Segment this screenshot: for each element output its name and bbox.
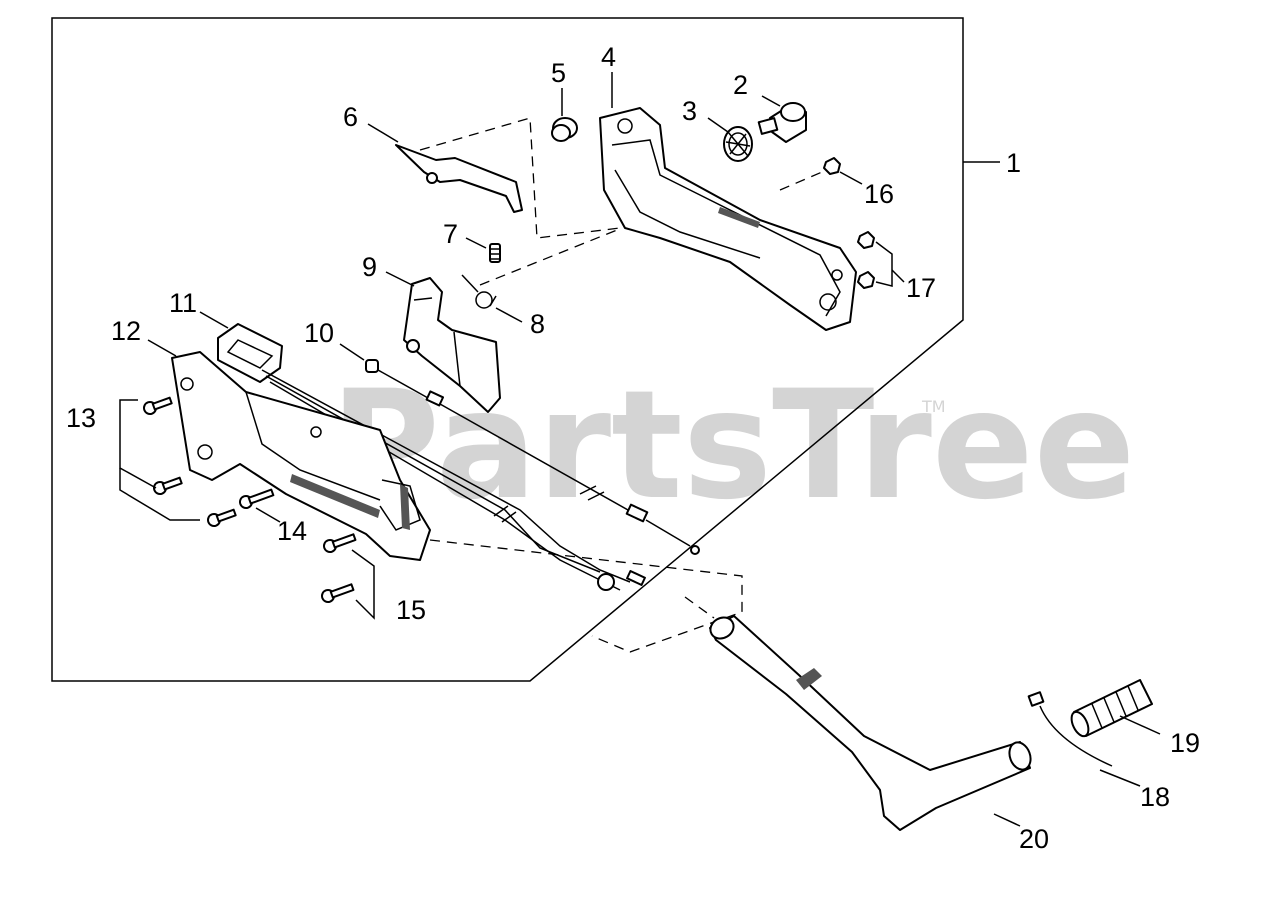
right-handle-half: [599, 107, 857, 331]
clip-part: [1027, 691, 1113, 767]
callout-16: 16: [864, 179, 894, 209]
callout-14: 14: [277, 516, 307, 546]
screw-set-13: [119, 396, 237, 527]
callout-7: 7: [443, 219, 458, 249]
callout-11: 11: [169, 288, 197, 318]
callout-4: 4: [601, 42, 616, 72]
watermark-trademark: TM: [921, 397, 946, 416]
callout-20: 20: [1019, 824, 1049, 854]
throttle-cable-part: [365, 359, 700, 555]
assembly-frame: [51, 17, 964, 682]
watermark-text: PartsTree: [330, 359, 1135, 533]
nut-set-17: [857, 231, 893, 289]
screw-set-15: [321, 533, 375, 620]
left-handle-half: [171, 351, 431, 561]
callout-18: 18: [1140, 782, 1170, 812]
callout-6: 6: [343, 102, 358, 132]
plug-part: [551, 117, 578, 142]
nut-16: [823, 157, 841, 175]
callout-1: 1: [1006, 148, 1021, 178]
callout-9: 9: [362, 252, 377, 282]
leader-lines: [147, 72, 1161, 827]
trigger-part: [403, 277, 501, 413]
callout-15: 15: [396, 595, 426, 625]
callout-17: 17: [906, 273, 936, 303]
callout-13: 13: [66, 403, 96, 433]
assembly-guide-lines: [419, 117, 823, 653]
knob-part: [757, 102, 807, 143]
callout-labels: 1 2 3 4 5 6 7 8 9 10 11 12 13 14 15 16 1…: [66, 42, 1200, 854]
small-spring-part: [489, 243, 501, 263]
callout-10: 10: [304, 318, 334, 348]
tube-handle-part: [709, 615, 1032, 831]
callout-5: 5: [551, 58, 566, 88]
callout-8: 8: [530, 309, 545, 339]
grip-part: [1070, 679, 1153, 738]
callout-12: 12: [111, 316, 141, 346]
callout-3: 3: [682, 96, 697, 126]
callout-2: 2: [733, 70, 748, 100]
torsion-spring-part: [461, 274, 497, 309]
throttle-lever-part: [395, 144, 523, 213]
screw-14: [239, 488, 275, 509]
spring-part: [723, 126, 753, 162]
callout-19: 19: [1170, 728, 1200, 758]
